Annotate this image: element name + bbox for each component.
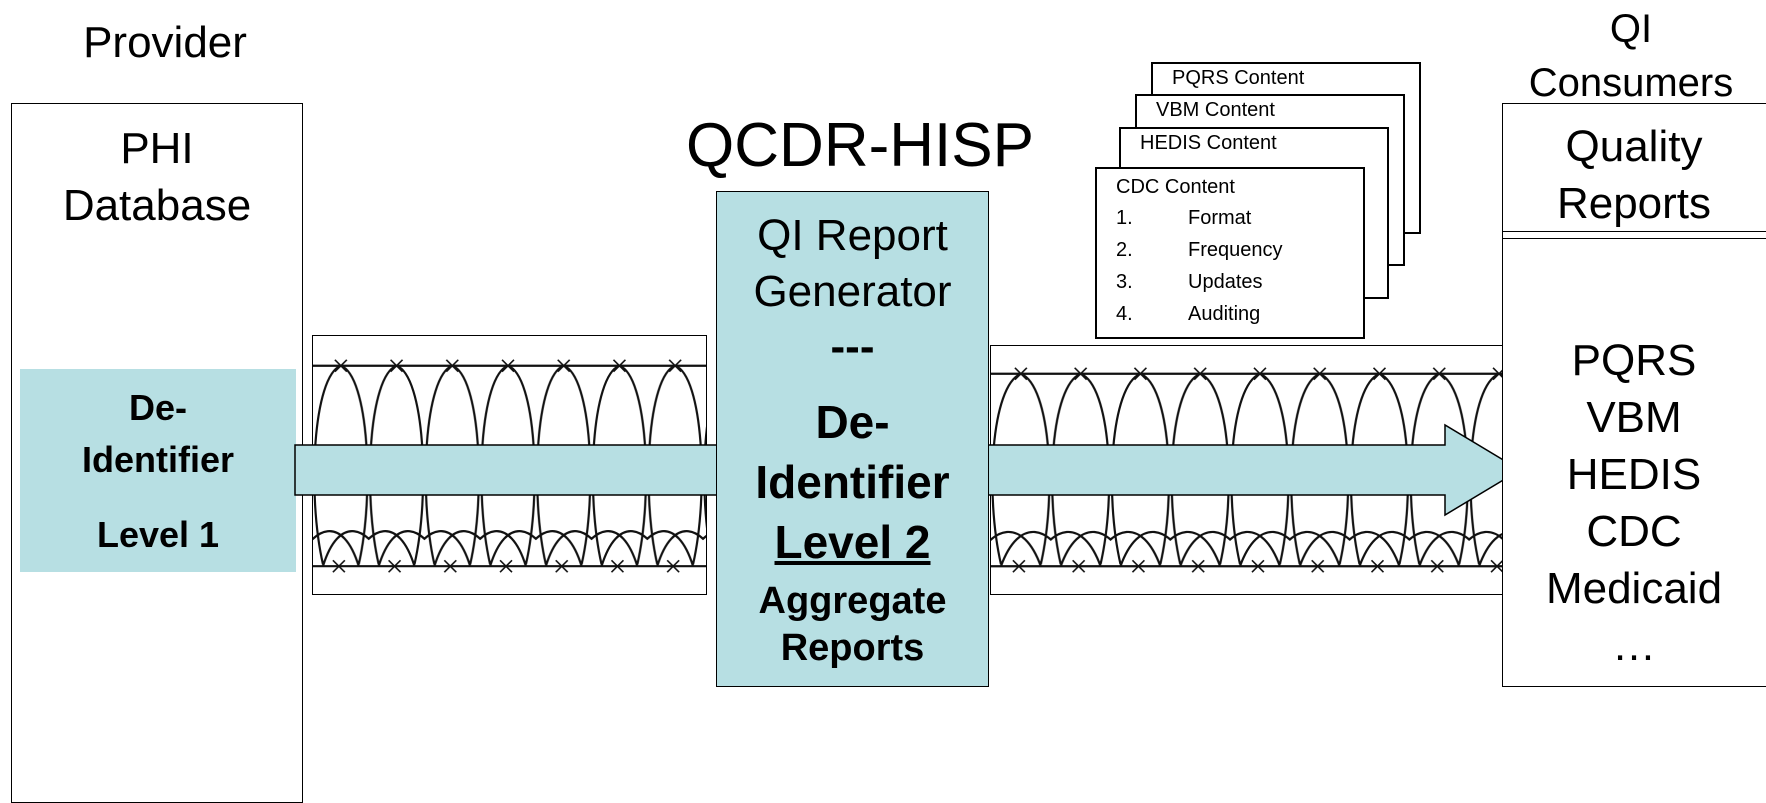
- list-item: 1.Format: [1116, 207, 1252, 229]
- list-item: 3.Updates: [1116, 271, 1263, 293]
- program-item: …: [1612, 621, 1656, 670]
- qi-consumers-title: QI Consumers: [1528, 7, 1734, 105]
- generator-label: QI Report Generator: [753, 211, 952, 316]
- divider: [1503, 231, 1766, 232]
- phi-database-label: PHI Database: [62, 124, 252, 230]
- cdc-content-title: CDC Content: [1116, 176, 1235, 198]
- report-programs-list: PQRS VBM HEDIS CDC Medicaid …: [1503, 332, 1765, 674]
- quality-reports-label: Quality Reports: [1556, 122, 1712, 228]
- program-item: PQRS: [1571, 336, 1697, 385]
- program-item: Medicaid: [1545, 564, 1723, 613]
- program-item: CDC: [1586, 507, 1682, 556]
- program-item: HEDIS: [1566, 450, 1702, 499]
- separator-dashes: ---: [830, 322, 875, 371]
- deidentifier-level2: De- Identifier Level 2: [755, 396, 950, 568]
- list-item: 2.Frequency: [1116, 239, 1283, 261]
- program-item: VBM: [1586, 393, 1682, 442]
- cdc-content-card: CDC Content 1.Format 2.Frequency 3.Updat…: [1095, 167, 1365, 339]
- aggregate-reports: Aggregate Reports: [758, 580, 947, 669]
- list-item: 4.Auditing: [1116, 303, 1261, 325]
- qi-report-generator-box: QI Report Generator --- De- Identifier L…: [716, 191, 989, 687]
- provider-title: Provider: [83, 18, 247, 67]
- deidentifier-level1: De- Identifier Level 1: [20, 369, 296, 572]
- divider: [1503, 238, 1766, 239]
- qcdr-hisp-title: QCDR-HISP: [686, 111, 1034, 180]
- quality-reports-box: Quality Reports PQRS VBM HEDIS CDC Medic…: [1502, 103, 1766, 687]
